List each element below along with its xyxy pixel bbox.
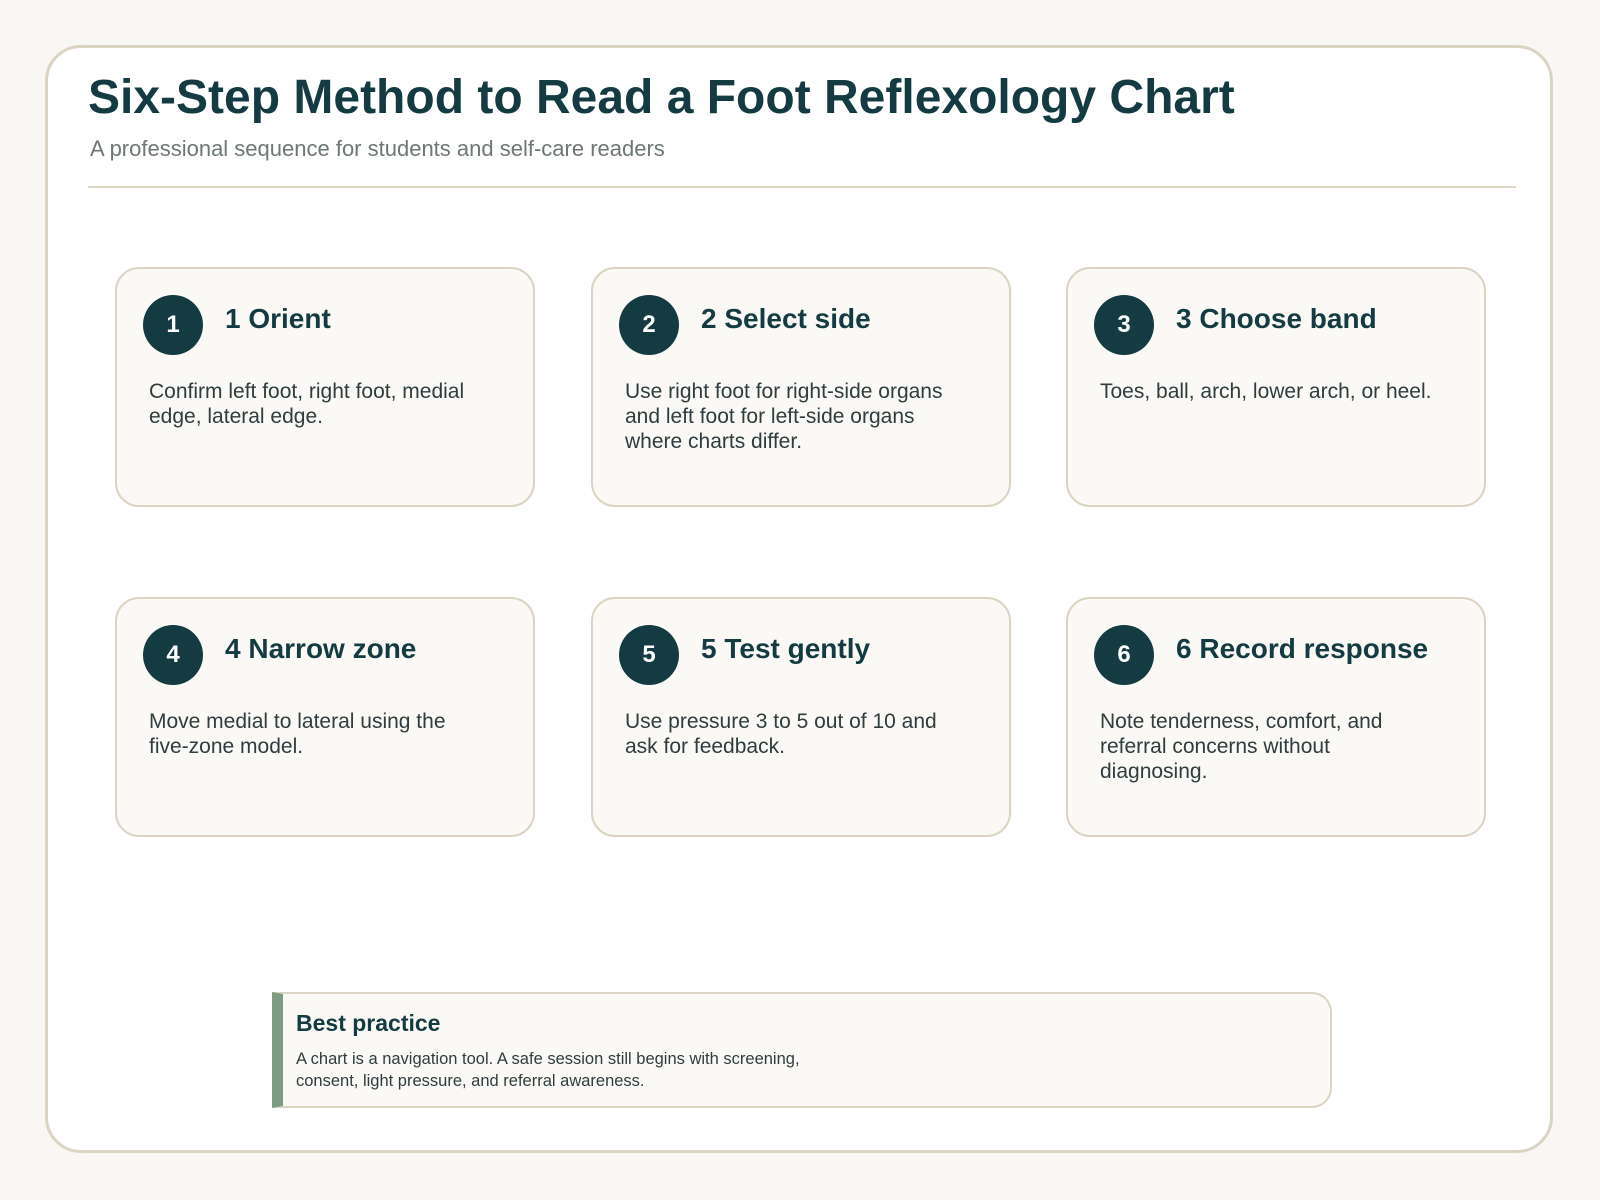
step-description: Toes, ball, arch, lower arch, or heel. [1100,380,1432,403]
step-card-record-response: 6 6 Record response Note tenderness, com… [1066,597,1486,837]
step-card-orient: 1 1 Orient Confirm left foot, right foot… [115,267,535,507]
header-divider [88,186,1516,188]
step-card-narrow-zone: 4 4 Narrow zone Move medial to lateral u… [115,597,535,837]
page-subtitle: A professional sequence for students and… [90,136,665,161]
callout-title: Best practice [296,1010,441,1036]
step-description: Note tenderness, comfort, and referral c… [1100,710,1383,783]
step-number-badge: 3 [1094,295,1154,355]
step-description: Use pressure 3 to 5 out of 10 and ask fo… [625,710,937,758]
step-title: 2 Select side [701,303,871,334]
callout-body: A chart is a navigation tool. A safe ses… [296,1050,800,1090]
step-number-badge: 1 [143,295,203,355]
step-number-badge: 6 [1094,625,1154,685]
step-title: 6 Record response [1176,633,1429,664]
step-card-choose-band: 3 3 Choose band Toes, ball, arch, lower … [1066,267,1486,507]
step-number-badge: 4 [143,625,203,685]
step-title: 3 Choose band [1176,303,1377,334]
step-number-badge: 2 [619,295,679,355]
step-title: 4 Narrow zone [225,633,417,664]
page-title: Six-Step Method to Read a Foot Reflexolo… [88,71,1235,124]
step-card-select-side: 2 2 Select side Use right foot for right… [591,267,1011,507]
step-card-test-gently: 5 5 Test gently Use pressure 3 to 5 out … [591,597,1011,837]
best-practice-callout: Best practice A chart is a navigation to… [272,992,1332,1108]
step-number-badge: 5 [619,625,679,685]
step-title: 5 Test gently [701,633,871,664]
step-description: Use right foot for right-side organs and… [625,380,943,453]
step-title: 1 Orient [225,303,331,334]
step-description: Confirm left foot, right foot, medial ed… [149,380,465,428]
content-frame: Six-Step Method to Read a Foot Reflexolo… [45,45,1553,1153]
step-description: Move medial to lateral using the five-zo… [149,710,446,758]
